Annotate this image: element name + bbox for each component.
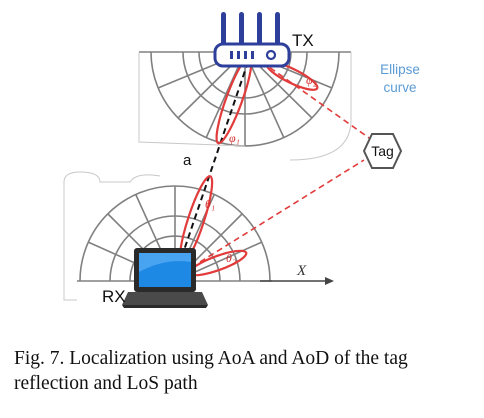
figure-caption: Fig. 7. Localization using AoA and AoD o… — [14, 346, 480, 396]
caption-line-2: reflection and LoS path — [14, 373, 198, 394]
x-axis-label: X — [296, 263, 307, 279]
theta2-label: θ₂ — [226, 251, 236, 265]
x-axis — [260, 277, 334, 285]
phi1-label: φ₁ — [229, 131, 240, 145]
tx-label: TX — [292, 31, 314, 50]
tag-label: Tag — [371, 143, 394, 159]
tag-node: Tag — [362, 133, 403, 169]
router-icon — [213, 12, 291, 68]
rx-outline — [63, 171, 161, 301]
laptop-icon — [122, 248, 208, 308]
phi2-label: φ₂ — [306, 73, 317, 87]
reflection-path — [199, 61, 373, 263]
caption-line-1: Fig. 7. Localization using AoA and AoD o… — [14, 348, 408, 369]
rx-label: RX — [102, 287, 126, 306]
baseline-label: a — [183, 152, 192, 169]
tx-outline — [138, 52, 352, 161]
theta1-label: θ₁ — [205, 197, 215, 211]
ellipse-curve-label-line1: Ellipse — [380, 62, 420, 77]
baseline-dashed-line — [179, 61, 249, 263]
ellipse-curve-label-line2: curve — [383, 80, 416, 95]
